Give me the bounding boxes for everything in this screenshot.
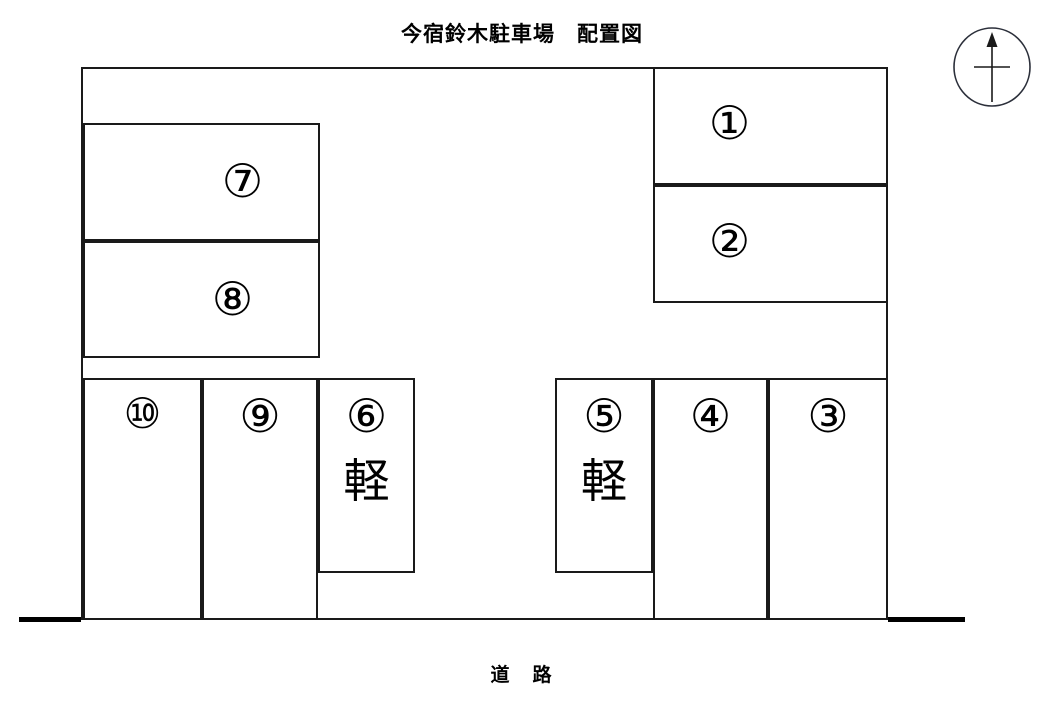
stall-6[interactable]: ⑥ 軽 — [318, 378, 415, 573]
road-line-left — [19, 617, 81, 622]
road-line-right — [888, 617, 965, 622]
stall-10-number: ⑩ — [123, 392, 162, 438]
stall-5-kei-label: 軽 — [581, 454, 627, 508]
stall-8[interactable]: ⑧ — [83, 241, 320, 358]
stall-6-number: ⑥ — [345, 391, 388, 442]
stall-7[interactable]: ⑦ — [83, 123, 320, 241]
stall-7-number: ⑦ — [221, 156, 264, 207]
stall-5[interactable]: ⑤ 軽 — [555, 378, 653, 573]
stall-2[interactable]: ② — [653, 185, 888, 303]
stall-4-number: ④ — [689, 391, 732, 442]
compass-rose — [952, 26, 1032, 108]
north-arrow-icon — [953, 27, 1031, 107]
stall-8-number: ⑧ — [211, 274, 254, 325]
stall-9-number: ⑨ — [239, 391, 281, 442]
stall-3-number: ③ — [807, 391, 849, 442]
stall-1-number: ① — [708, 98, 751, 149]
stall-9[interactable]: ⑨ — [202, 378, 318, 620]
stall-6-kei-label: 軽 — [343, 454, 390, 508]
stall-1[interactable]: ① — [653, 67, 888, 185]
stall-3[interactable]: ③ — [768, 378, 888, 620]
stall-10[interactable]: ⑩ — [83, 378, 202, 620]
page-title: 今宿鈴木駐車場 配置図 — [401, 22, 643, 46]
stall-4[interactable]: ④ — [653, 378, 768, 620]
road-label: 道 路 — [490, 664, 554, 686]
stall-2-number: ② — [708, 216, 751, 267]
stall-5-number: ⑤ — [583, 391, 625, 442]
lot-boundary — [81, 67, 888, 620]
